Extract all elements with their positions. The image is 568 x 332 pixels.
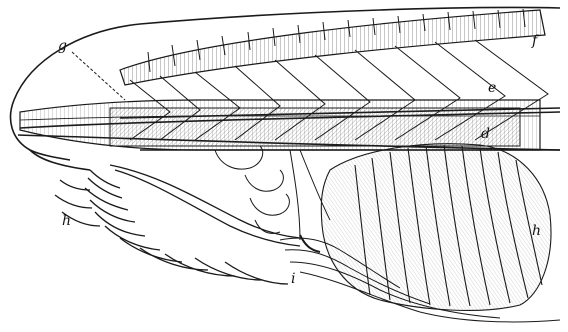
oral-cirri xyxy=(55,165,300,284)
label-h-right: h xyxy=(532,223,541,239)
dark-band xyxy=(110,108,520,146)
label-e: e xyxy=(488,80,496,96)
gill-basket xyxy=(321,144,551,311)
label-d: d xyxy=(481,126,490,142)
velar-tentacles xyxy=(215,146,289,234)
label-g-leader xyxy=(72,52,125,100)
label-i: i xyxy=(291,271,295,287)
label-h-left: h xyxy=(62,213,71,229)
label-g: g xyxy=(58,38,67,54)
